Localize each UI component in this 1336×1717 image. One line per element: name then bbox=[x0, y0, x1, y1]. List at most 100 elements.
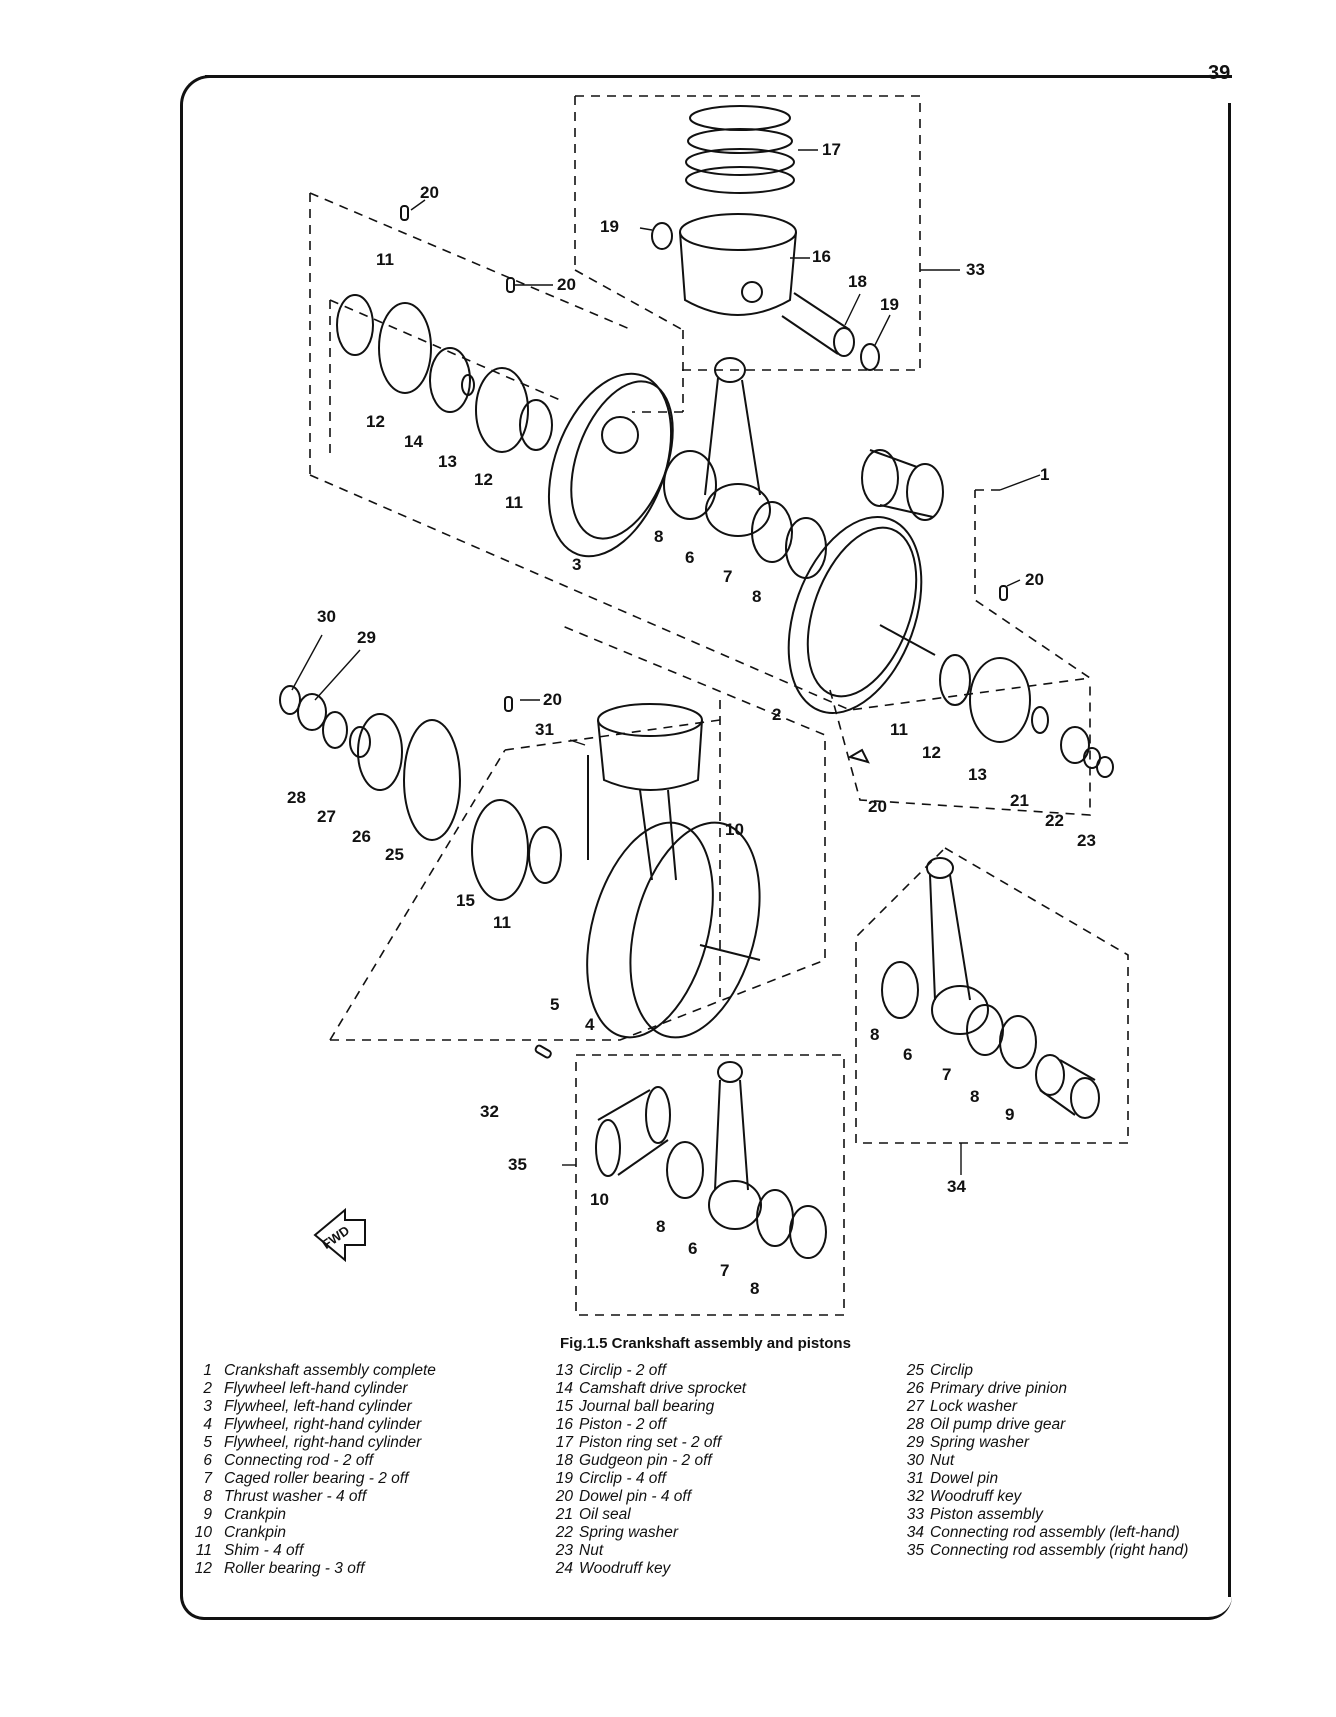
roller-bearing-12-b bbox=[475, 367, 529, 453]
legend-number: 4 bbox=[203, 1416, 212, 1433]
callout-22: 22 bbox=[1045, 811, 1064, 830]
callout-7: 7 bbox=[942, 1065, 951, 1084]
spring-washer-29 bbox=[297, 693, 327, 731]
legend-number: 22 bbox=[555, 1524, 573, 1541]
callout-6: 6 bbox=[685, 548, 694, 567]
circlip-25 bbox=[403, 719, 461, 841]
legend-number: 11 bbox=[195, 1542, 212, 1559]
callout-20: 20 bbox=[420, 183, 439, 202]
legend-number: 32 bbox=[906, 1488, 924, 1505]
flywheel-2 bbox=[787, 515, 936, 715]
legend-text: Caged roller bearing - 2 off bbox=[224, 1470, 409, 1487]
roller-bearing-1 bbox=[751, 501, 793, 563]
callout-8: 8 bbox=[970, 1087, 979, 1106]
callout-27: 27 bbox=[317, 807, 336, 826]
callout-10: 10 bbox=[725, 820, 744, 839]
callout-13: 13 bbox=[968, 765, 987, 784]
circlip-13-b bbox=[1031, 706, 1049, 734]
legend-row: 34 Connecting rod assembly (left-hand) bbox=[902, 1524, 1188, 1542]
legend-text: Connecting rod assembly (left-hand) bbox=[930, 1524, 1180, 1541]
primary-pinion-26 bbox=[357, 713, 403, 791]
legend-number: 14 bbox=[555, 1380, 573, 1397]
callout-23: 23 bbox=[1077, 831, 1096, 850]
callout-20: 20 bbox=[1025, 570, 1044, 589]
legend-text: Crankpin bbox=[224, 1506, 287, 1523]
legend-text: Woodruff key bbox=[579, 1560, 671, 1577]
legend-text: Flywheel, right-hand cylinder bbox=[224, 1434, 422, 1451]
oil-pump-gear-28 bbox=[322, 711, 348, 749]
callout-12: 12 bbox=[922, 743, 941, 762]
dowel-pin-b bbox=[506, 277, 515, 293]
legend-row: 7 Caged roller bearing - 2 off bbox=[186, 1470, 436, 1488]
legend-number: 34 bbox=[906, 1524, 924, 1541]
callout-10: 10 bbox=[590, 1190, 609, 1209]
thrust-washer-2 bbox=[785, 517, 827, 579]
exploded-diagram: 17 20 19 16 33 20 18 19 11 12 14 13 12 1… bbox=[279, 95, 1129, 1316]
legend-text: Oil seal bbox=[579, 1506, 631, 1523]
callout-12: 12 bbox=[474, 470, 493, 489]
callout-20: 20 bbox=[543, 690, 562, 709]
callout-8: 8 bbox=[654, 527, 663, 546]
right-crank-box bbox=[329, 624, 826, 1041]
legend-text: Crankpin bbox=[224, 1524, 287, 1541]
legend-number: 26 bbox=[906, 1380, 924, 1397]
callout-1: 1 bbox=[1040, 465, 1049, 484]
callout-8: 8 bbox=[752, 587, 761, 606]
shim-11-c bbox=[939, 654, 971, 706]
fwd-arrow-shape bbox=[313, 1207, 366, 1263]
camshaft-sprocket bbox=[429, 347, 471, 413]
callout-3: 3 bbox=[572, 555, 581, 574]
legend-text: Connecting rod assembly (right hand) bbox=[930, 1542, 1189, 1559]
callout-16: 16 bbox=[812, 247, 831, 266]
legend-text: Connecting rod - 2 off bbox=[224, 1452, 374, 1469]
journal-bearing-15 bbox=[471, 799, 529, 901]
legend-number: 21 bbox=[555, 1506, 573, 1523]
legend-number: 16 bbox=[555, 1416, 573, 1433]
legend-number: 7 bbox=[203, 1470, 212, 1487]
roller-bearing-12-c bbox=[969, 657, 1031, 743]
nut-23 bbox=[1096, 756, 1114, 778]
dowel-pin-a bbox=[400, 205, 409, 221]
legend-text: Flywheel, left-hand cylinder bbox=[224, 1398, 412, 1415]
piston-upper bbox=[679, 213, 797, 316]
callout-2: 2 bbox=[772, 705, 781, 724]
callout-6: 6 bbox=[903, 1045, 912, 1064]
legend-number: 27 bbox=[906, 1398, 924, 1415]
conrod-assembly-rh-box bbox=[575, 1054, 845, 1316]
dowel-pin-d bbox=[504, 696, 513, 712]
legend-text: Spring washer bbox=[579, 1524, 679, 1541]
callout-19: 19 bbox=[600, 217, 619, 236]
legend-number: 19 bbox=[555, 1470, 573, 1487]
callout-21: 21 bbox=[1010, 791, 1029, 810]
legend-text: Journal ball bearing bbox=[579, 1398, 715, 1415]
conrod-lh bbox=[881, 857, 1100, 1119]
callout-33: 33 bbox=[966, 260, 985, 279]
callout-14: 14 bbox=[404, 432, 423, 451]
nut-30 bbox=[279, 685, 301, 715]
legend-text: Spring washer bbox=[930, 1434, 1030, 1451]
legend-number: 12 bbox=[194, 1560, 212, 1577]
callout-12: 12 bbox=[366, 412, 385, 431]
conrod-rh bbox=[595, 1061, 827, 1259]
legend-number: 28 bbox=[906, 1416, 924, 1433]
callout-11: 11 bbox=[376, 250, 394, 269]
frame-right-rule bbox=[1228, 103, 1231, 1597]
